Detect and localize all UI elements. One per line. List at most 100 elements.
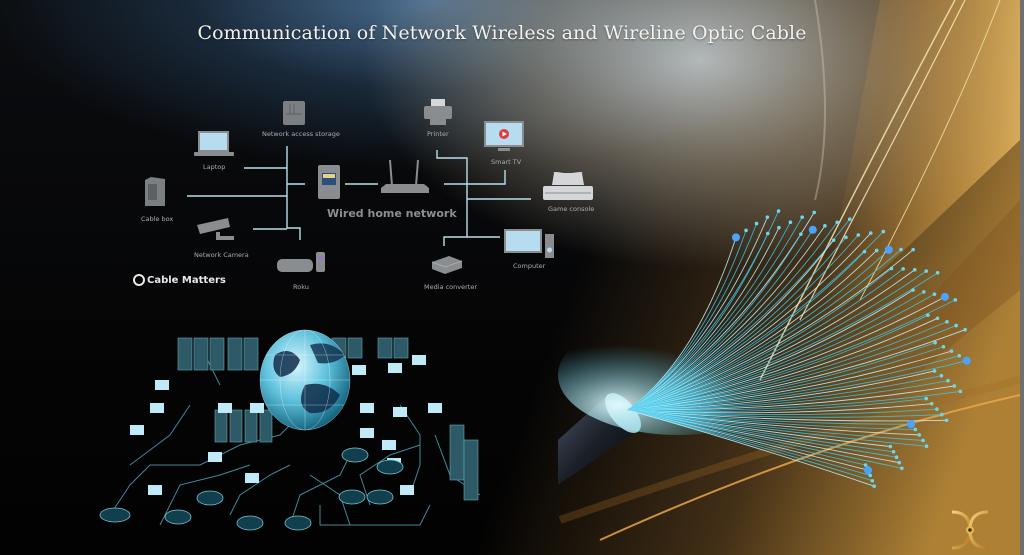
fiber-tip [831,238,836,242]
device-label: Roku [293,283,309,291]
roku-icon [277,252,325,272]
gold-band [820,0,1020,330]
fiber-strand [627,409,927,447]
cable-box-icon [145,177,165,206]
fiber-strand [627,289,914,411]
fiber-tip [921,438,925,443]
device-label: Cable box [141,215,174,223]
fiber-tip [935,270,940,275]
fiber-strand [627,237,847,411]
fiber-strand [627,218,851,411]
fiber-tip [924,444,929,448]
fiber-strand [627,249,890,411]
fiber-tip [941,344,946,349]
fiber-strand [627,325,957,411]
fiber-tip [888,444,893,449]
fiber-tip [863,463,868,467]
fiber-tip [954,323,958,328]
fiber-strand [627,222,838,411]
laptop-icon [194,131,234,156]
company-logo-icon [951,510,989,550]
router-icon [381,160,429,193]
fiber-tip [844,235,848,240]
fiber-tip [929,401,934,406]
fiber-tip [754,221,759,226]
fiber-strand [627,250,877,411]
fiber-strand [627,251,865,411]
fiber-tip [958,389,963,394]
fiber-tip [874,248,879,253]
fiber-tip [924,269,929,273]
fiber-strand [627,409,900,464]
fiber-tip [963,327,967,332]
fiber-strand [627,360,967,411]
fiber-tip [944,418,949,423]
fiber-tip [864,466,873,475]
fiber-tip [800,215,804,219]
fiber-strand [627,409,924,441]
slide-title: Communication of Network Wireless and Wi… [197,22,807,44]
tv-icon [484,121,524,151]
cable-matters-logo-icon [133,274,145,286]
device-label: Laptop [203,163,226,171]
fiber-tip [940,292,949,301]
fiber-strand [627,272,938,411]
fiber-strand [627,249,914,411]
wall-jack-icon [318,165,340,199]
fiber-tip [788,220,793,225]
fiber-tip [744,228,748,233]
fiber-strand [627,409,916,430]
fiber-strand [627,234,859,411]
fiber-tip [901,267,905,271]
fiber-tip [881,229,886,234]
fiber-strands [627,209,971,488]
fiber-tip [924,396,929,401]
fiber-tip [952,384,957,388]
fiber-tip [765,231,770,236]
fiber-tip [940,412,944,417]
global-network-illustration [99,329,481,531]
fiber-tip [917,433,922,437]
globe [259,329,351,431]
fiber-strand [627,398,927,412]
fiber-tip [932,292,937,296]
light-streak [859,0,1001,301]
fiber-tip [933,340,937,345]
computer-icon [504,229,554,258]
fiber-strand [627,385,955,411]
fiber-tip [899,247,903,252]
fiber-tip [939,373,944,378]
fiber-tip [946,378,950,383]
fiber-strand [627,269,916,411]
fiber-tip [868,473,873,478]
brand-name: Cable Matters [147,275,226,286]
fiber-tip [949,349,954,353]
fiber-tip [891,450,896,454]
fiber-strand [627,342,936,411]
device-label: Media converter [424,283,477,291]
fiber-strand [627,409,920,436]
light-streak [814,0,826,201]
fiber-tip [932,369,937,373]
diagram-title: Wired home network [327,207,457,220]
fiber-tip [823,224,827,228]
fiber-strand [627,375,942,411]
fiber-tip [900,466,904,471]
nas-icon [283,101,305,125]
fiber-tip [765,215,770,219]
camera-icon [197,218,234,240]
fiber-strand [627,314,929,411]
fiber-tip [870,478,875,483]
fiber-tip [935,407,939,411]
fiber-tip [731,233,740,242]
fiber-strand [627,231,884,411]
scrollbar[interactable] [1020,0,1024,555]
fiber-strand [627,239,835,411]
fiber-strand [627,403,932,414]
fiber-tip [884,245,893,254]
fiber-strand [627,355,960,411]
fiber-tip [962,356,971,365]
gold-band-lower [860,200,1020,420]
fiber-strand [627,293,935,411]
